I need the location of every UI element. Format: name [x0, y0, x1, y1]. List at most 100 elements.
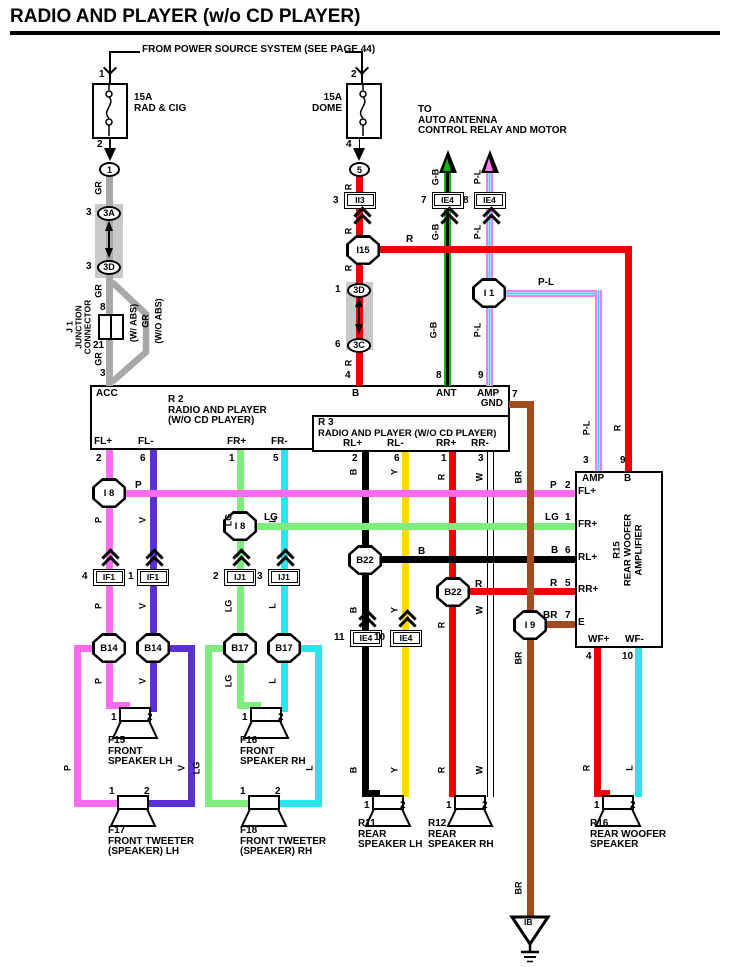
r11-id: R11 — [358, 818, 376, 829]
label-without-abs: (W/O ABS) — [153, 298, 164, 344]
terminal-fr-minus: FR- — [271, 436, 288, 447]
terminal-fl-plus: FL+ — [94, 436, 113, 447]
pin-3d: 3 — [86, 261, 92, 272]
wire-r-to-amp-h — [370, 246, 632, 253]
terminal-rl-plus: RL+ — [343, 438, 363, 449]
r11-line1: REAR — [358, 828, 387, 840]
wire-code-w: W — [474, 472, 485, 482]
antenna-note-line1: TO — [418, 104, 432, 115]
wire-code-r: R — [436, 621, 447, 629]
pin-3a: 3 — [86, 207, 92, 218]
connector-3d-red: 3D — [347, 282, 371, 298]
wire-w-rr-minus — [487, 452, 494, 797]
wire-code-pl: P-L — [472, 322, 483, 338]
pin-b-4: 4 — [345, 370, 351, 381]
double-arrow-line — [358, 299, 360, 331]
f15-line1: FRONT — [108, 745, 143, 757]
wire-lg-to-amp — [254, 523, 577, 530]
wire-code-l: L — [304, 765, 315, 771]
f16-line1: FRONT — [240, 745, 275, 757]
w ire-code-v: V — [137, 516, 148, 524]
wire-code-r: R — [343, 264, 354, 272]
pin-fl-minus-6: 6 — [140, 453, 146, 464]
r12-line2: SPEAKER RH — [428, 839, 494, 850]
speaker-f18-icon — [240, 795, 288, 827]
fuse1-rating: 15A — [134, 92, 153, 103]
f16-line2: SPEAKER RH — [240, 756, 306, 767]
antenna-note: TO AUTO ANTENNA CONTROL RELAY AND MOTOR — [418, 104, 567, 137]
wire-code-b: B — [348, 606, 359, 614]
speaker-f16-icon — [242, 707, 290, 739]
r12-pin-2: 2 — [482, 800, 488, 811]
wire-gr-bypass — [109, 279, 150, 385]
wire-code-y: Y — [389, 606, 400, 614]
wire-r-b — [356, 176, 363, 386]
amp-terminal-rl-plus: RL+ — [578, 552, 598, 563]
connector-b14-label: B14 — [138, 635, 168, 661]
wire-code-p: P — [93, 602, 104, 610]
connector-ie4-label: IE4 — [476, 194, 503, 206]
amp-terminal-fr-plus: FR+ — [578, 519, 598, 530]
wire-code-r: R — [343, 227, 354, 235]
pin-fr-plus-1: 1 — [229, 453, 235, 464]
arrow-down-icon — [353, 148, 365, 161]
amp-terminal-e: E — [578, 617, 585, 628]
r11-line2: SPEAKER LH — [358, 839, 423, 850]
speaker-r11-icon — [364, 795, 412, 827]
wire-l-loop-top — [284, 645, 322, 652]
wire-p-loop-bottom — [74, 800, 122, 807]
wire-code-pl: P-L — [472, 224, 483, 240]
fuse-symbol-icon — [359, 85, 367, 136]
speaker-f16-label: F16 FRONT SPEAKER RH — [240, 735, 306, 768]
amp-terminal-b: B — [624, 473, 632, 484]
wire-br-to-amp-e — [542, 621, 577, 628]
wire-code-l: L — [267, 678, 278, 684]
wire-code-l: L — [267, 603, 278, 609]
connector-b14-pink: B14 — [92, 633, 126, 663]
pin-amp-9: 9 — [478, 370, 484, 381]
connector-b14-label: B14 — [94, 635, 124, 661]
r16-pin-1: 1 — [594, 800, 600, 811]
fuse-symbol-icon — [105, 85, 113, 136]
j1-divider — [109, 316, 112, 338]
f16-id: F16 — [240, 735, 258, 746]
amp-terminal-amp: AMP — [582, 473, 605, 484]
wire-code-p: P — [93, 677, 104, 685]
pin-fl-plus-2: 2 — [96, 453, 102, 464]
connector-b22-label: B22 — [438, 579, 468, 605]
connector-3a: 3A — [97, 205, 121, 221]
amp-pin-4: 4 — [586, 651, 592, 662]
connector-i15-label: I15 — [348, 237, 378, 263]
connector-i8-pink: I 8 — [92, 478, 126, 508]
ground-id: IB — [524, 917, 533, 927]
fuse2-out-lead — [358, 139, 360, 148]
r16-id: R16 — [590, 818, 609, 829]
connector-ie4-black: IE4 — [350, 629, 382, 647]
wire-l-wf-minus — [635, 648, 642, 797]
connector-ij1-label: IJ1 — [270, 571, 298, 583]
wire-code-r-amp: R — [550, 578, 558, 589]
power-source-note: FROM POWER SOURCE SYSTEM (SEE PAGE 44) — [142, 44, 376, 55]
connector-if1-pink: IF1 — [93, 568, 125, 586]
radio-r3-box — [312, 415, 510, 452]
wire-pl-branch-h — [500, 290, 602, 297]
wire-b-to-amp — [378, 556, 577, 563]
wire-code-gr: GR — [93, 181, 104, 195]
connector-ii3: II3 — [344, 191, 376, 209]
pin-rl-minus-6: 6 — [394, 453, 400, 464]
wire-p-to-amp — [122, 490, 577, 497]
wire-code-lg: LG — [223, 599, 234, 613]
terminal-gnd: GND — [480, 398, 503, 409]
pin-fr-minus-5: 5 — [273, 453, 279, 464]
amp-pin-10: 10 — [622, 651, 634, 662]
wire-v-loop-top — [157, 645, 195, 652]
wire-code-gb: G-B — [430, 168, 441, 186]
pin-3d-1: 1 — [335, 284, 341, 295]
r11-pin-1: 1 — [364, 800, 370, 811]
connector-b17-cyan: B17 — [267, 633, 301, 663]
arrow-up-icon — [354, 297, 363, 307]
speaker-f15-icon — [111, 707, 159, 739]
connector-ie4-yellow: IE4 — [390, 629, 422, 647]
pin-ie4-10: 10 — [374, 632, 386, 643]
